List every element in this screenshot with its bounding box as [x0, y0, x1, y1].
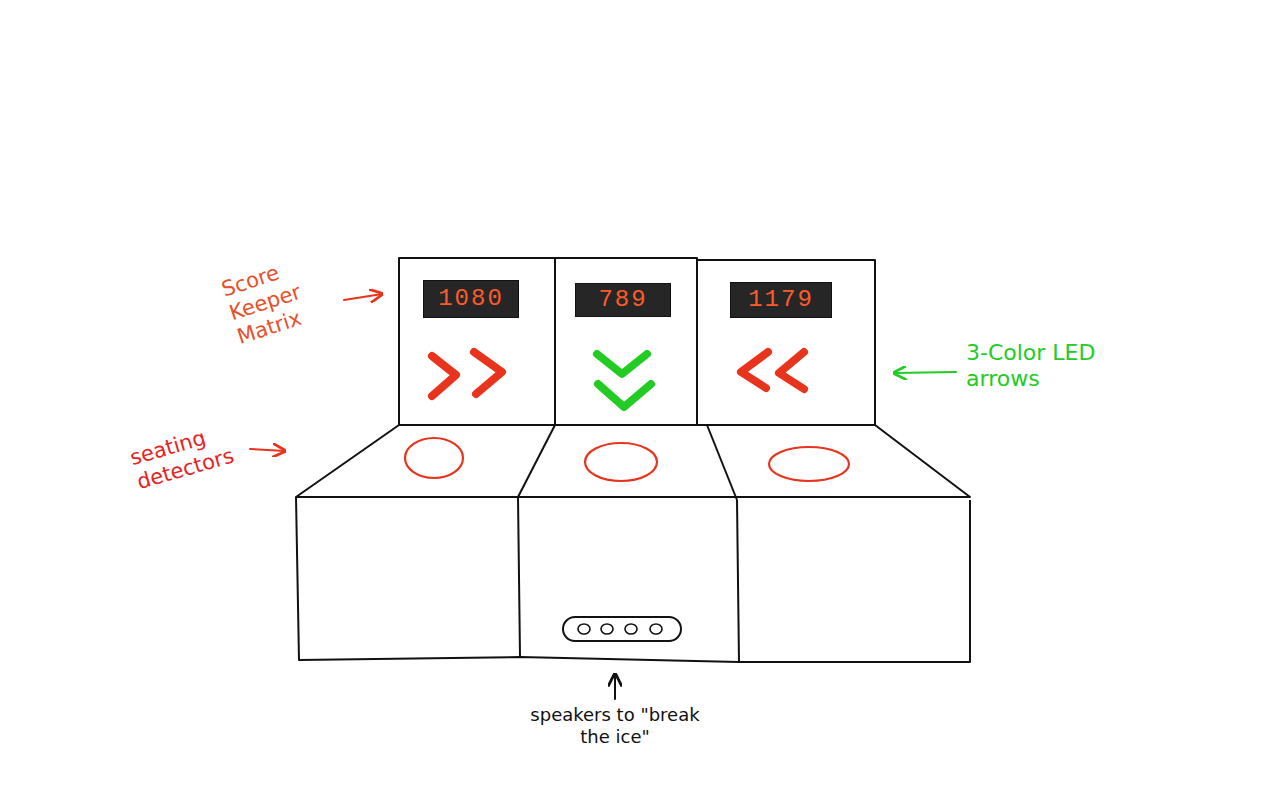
leader-arrow: [344, 294, 382, 300]
speaker-grille: [563, 617, 681, 641]
seat-divider: [518, 425, 555, 497]
seat-front-divider: [737, 500, 739, 662]
seat-sensor: [585, 443, 657, 481]
leader-arrow: [614, 674, 616, 699]
annotation-text: seating detectors: [127, 415, 252, 495]
seat-sensor: [405, 438, 463, 478]
led-chevron-down: [597, 354, 647, 374]
backrest-panel: [555, 258, 697, 425]
score-display: 1080: [423, 280, 519, 318]
bench-outline: [296, 258, 970, 662]
score-digits: 1080: [438, 287, 504, 311]
seat-front: [296, 497, 970, 662]
leader-arrow: [250, 449, 285, 451]
score-display: 789: [575, 283, 671, 317]
score-digits: 1179: [748, 288, 814, 312]
leader-arrow: [894, 372, 956, 373]
annotation: Score Keeper Matrix: [219, 249, 334, 351]
seat-front-divider: [518, 497, 520, 657]
annotation: 3-Color LED arrows: [966, 340, 1106, 393]
led-chevron-left: [779, 352, 804, 389]
backrest-panel: [399, 258, 555, 425]
seat-divider: [707, 425, 737, 500]
led-chevron-left: [741, 352, 768, 388]
speaker-hole: [650, 624, 662, 634]
speaker-hole: [601, 624, 613, 634]
annotation-text: speakers to "break the ice": [520, 704, 710, 747]
speaker-hole: [578, 624, 590, 634]
annotation-text: Score Keeper Matrix: [219, 249, 334, 351]
seating-detectors: [405, 438, 849, 481]
seat-sensor: [769, 447, 849, 481]
annotation: speakers to "break the ice": [520, 704, 710, 747]
led-arrows: [432, 352, 804, 407]
backrest-panel: [697, 260, 875, 425]
led-chevron-right: [432, 356, 456, 396]
led-chevron-down: [598, 384, 651, 407]
score-display: 1179: [730, 282, 832, 318]
score-digits: 789: [598, 288, 647, 312]
speaker-hole: [625, 624, 637, 634]
led-chevron-right: [474, 352, 502, 394]
seat-surface: [296, 425, 970, 497]
annotation: seating detectors: [127, 415, 252, 495]
annotation-text: 3-Color LED arrows: [966, 340, 1106, 393]
leader-arrows: [250, 294, 956, 699]
